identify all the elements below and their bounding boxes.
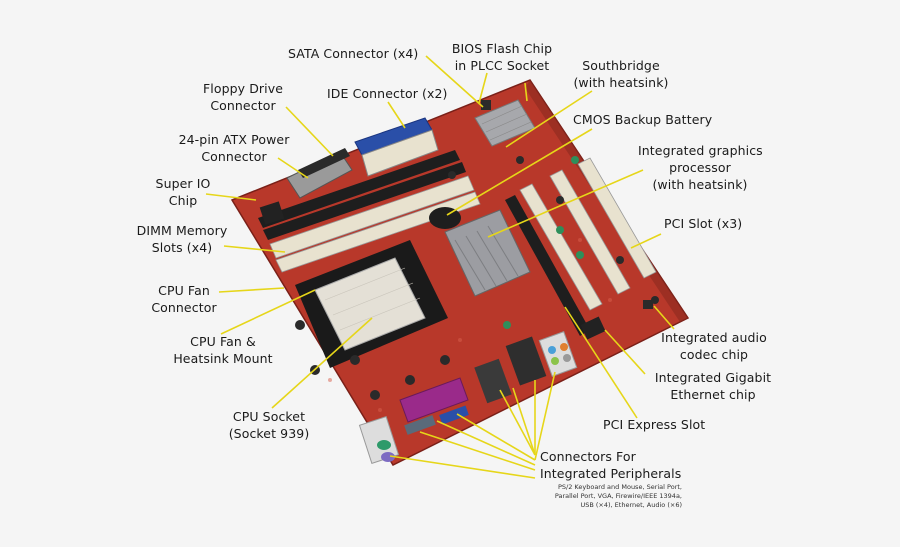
ps2-keyboard-port xyxy=(377,440,391,450)
label-cpu-fan-connector: CPU Fan Connector xyxy=(151,283,217,315)
super-io-chip xyxy=(259,201,285,225)
vga-port xyxy=(439,405,469,425)
label-southbridge: Southbridge (with heatsink) xyxy=(573,58,669,90)
ps2-mouse-port xyxy=(381,452,395,462)
label-peripheral-details: PS/2 Keyboard and Mouse, Serial Port, Pa… xyxy=(554,483,682,509)
igp-heatsink xyxy=(444,209,531,297)
label-floppy-drive-connector: Floppy Drive Connector xyxy=(202,81,284,113)
label-bios-flash-chip: BIOS Flash Chip in PLCC Socket xyxy=(451,41,553,73)
floppy-connector xyxy=(298,148,350,178)
usb-block-1 xyxy=(474,358,512,404)
bios-chip xyxy=(481,100,491,110)
label-sata-connector: SATA Connector (x4) xyxy=(288,46,419,61)
label-gigabit-ethernet: Integrated Gigabit Ethernet chip xyxy=(654,370,772,402)
label-pci-slot: PCI Slot (x3) xyxy=(664,216,743,231)
pci-slot-3 xyxy=(577,157,657,279)
audio-codec-chip xyxy=(643,300,653,309)
label-heatsink-mount: CPU Fan & Heatsink Mount xyxy=(173,334,273,366)
pcie-slot xyxy=(505,195,590,336)
label-audio-codec: Integrated audio codec chip xyxy=(661,330,767,362)
dimm-slot-1 xyxy=(258,150,460,228)
dimm-slot-4 xyxy=(275,191,481,273)
label-integrated-graphics: Integrated graphics processor (with heat… xyxy=(638,143,763,192)
dimm-slot-3 xyxy=(269,175,475,259)
ide-connector-cream xyxy=(361,129,439,177)
label-cpu-socket: CPU Socket (Socket 939) xyxy=(228,409,310,441)
ethernet-usb-block xyxy=(505,336,547,386)
label-super-io-chip: Super IO Chip xyxy=(155,176,211,208)
label-atx-power-connector: 24-pin ATX Power Connector xyxy=(178,132,290,164)
parallel-port xyxy=(399,377,469,423)
leader-lines xyxy=(205,55,675,479)
label-dimm-slots: DIMM Memory Slots (x4) xyxy=(136,223,228,255)
label-pci-express-slot: PCI Express Slot xyxy=(603,417,706,432)
label-cmos-battery: CMOS Backup Battery xyxy=(573,112,713,127)
pci-slot-1 xyxy=(519,183,603,311)
audio-jack-block xyxy=(538,331,578,377)
dimm-slot-2 xyxy=(263,162,466,240)
label-ide-connector: IDE Connector (x2) xyxy=(327,86,448,101)
cmos-battery xyxy=(429,207,461,229)
capacitors xyxy=(295,156,659,400)
ethernet-chip xyxy=(580,316,606,340)
serial-port xyxy=(404,415,436,435)
label-peripheral-connectors: Connectors For Integrated Peripherals xyxy=(540,449,682,481)
cpu-socket xyxy=(314,257,426,351)
